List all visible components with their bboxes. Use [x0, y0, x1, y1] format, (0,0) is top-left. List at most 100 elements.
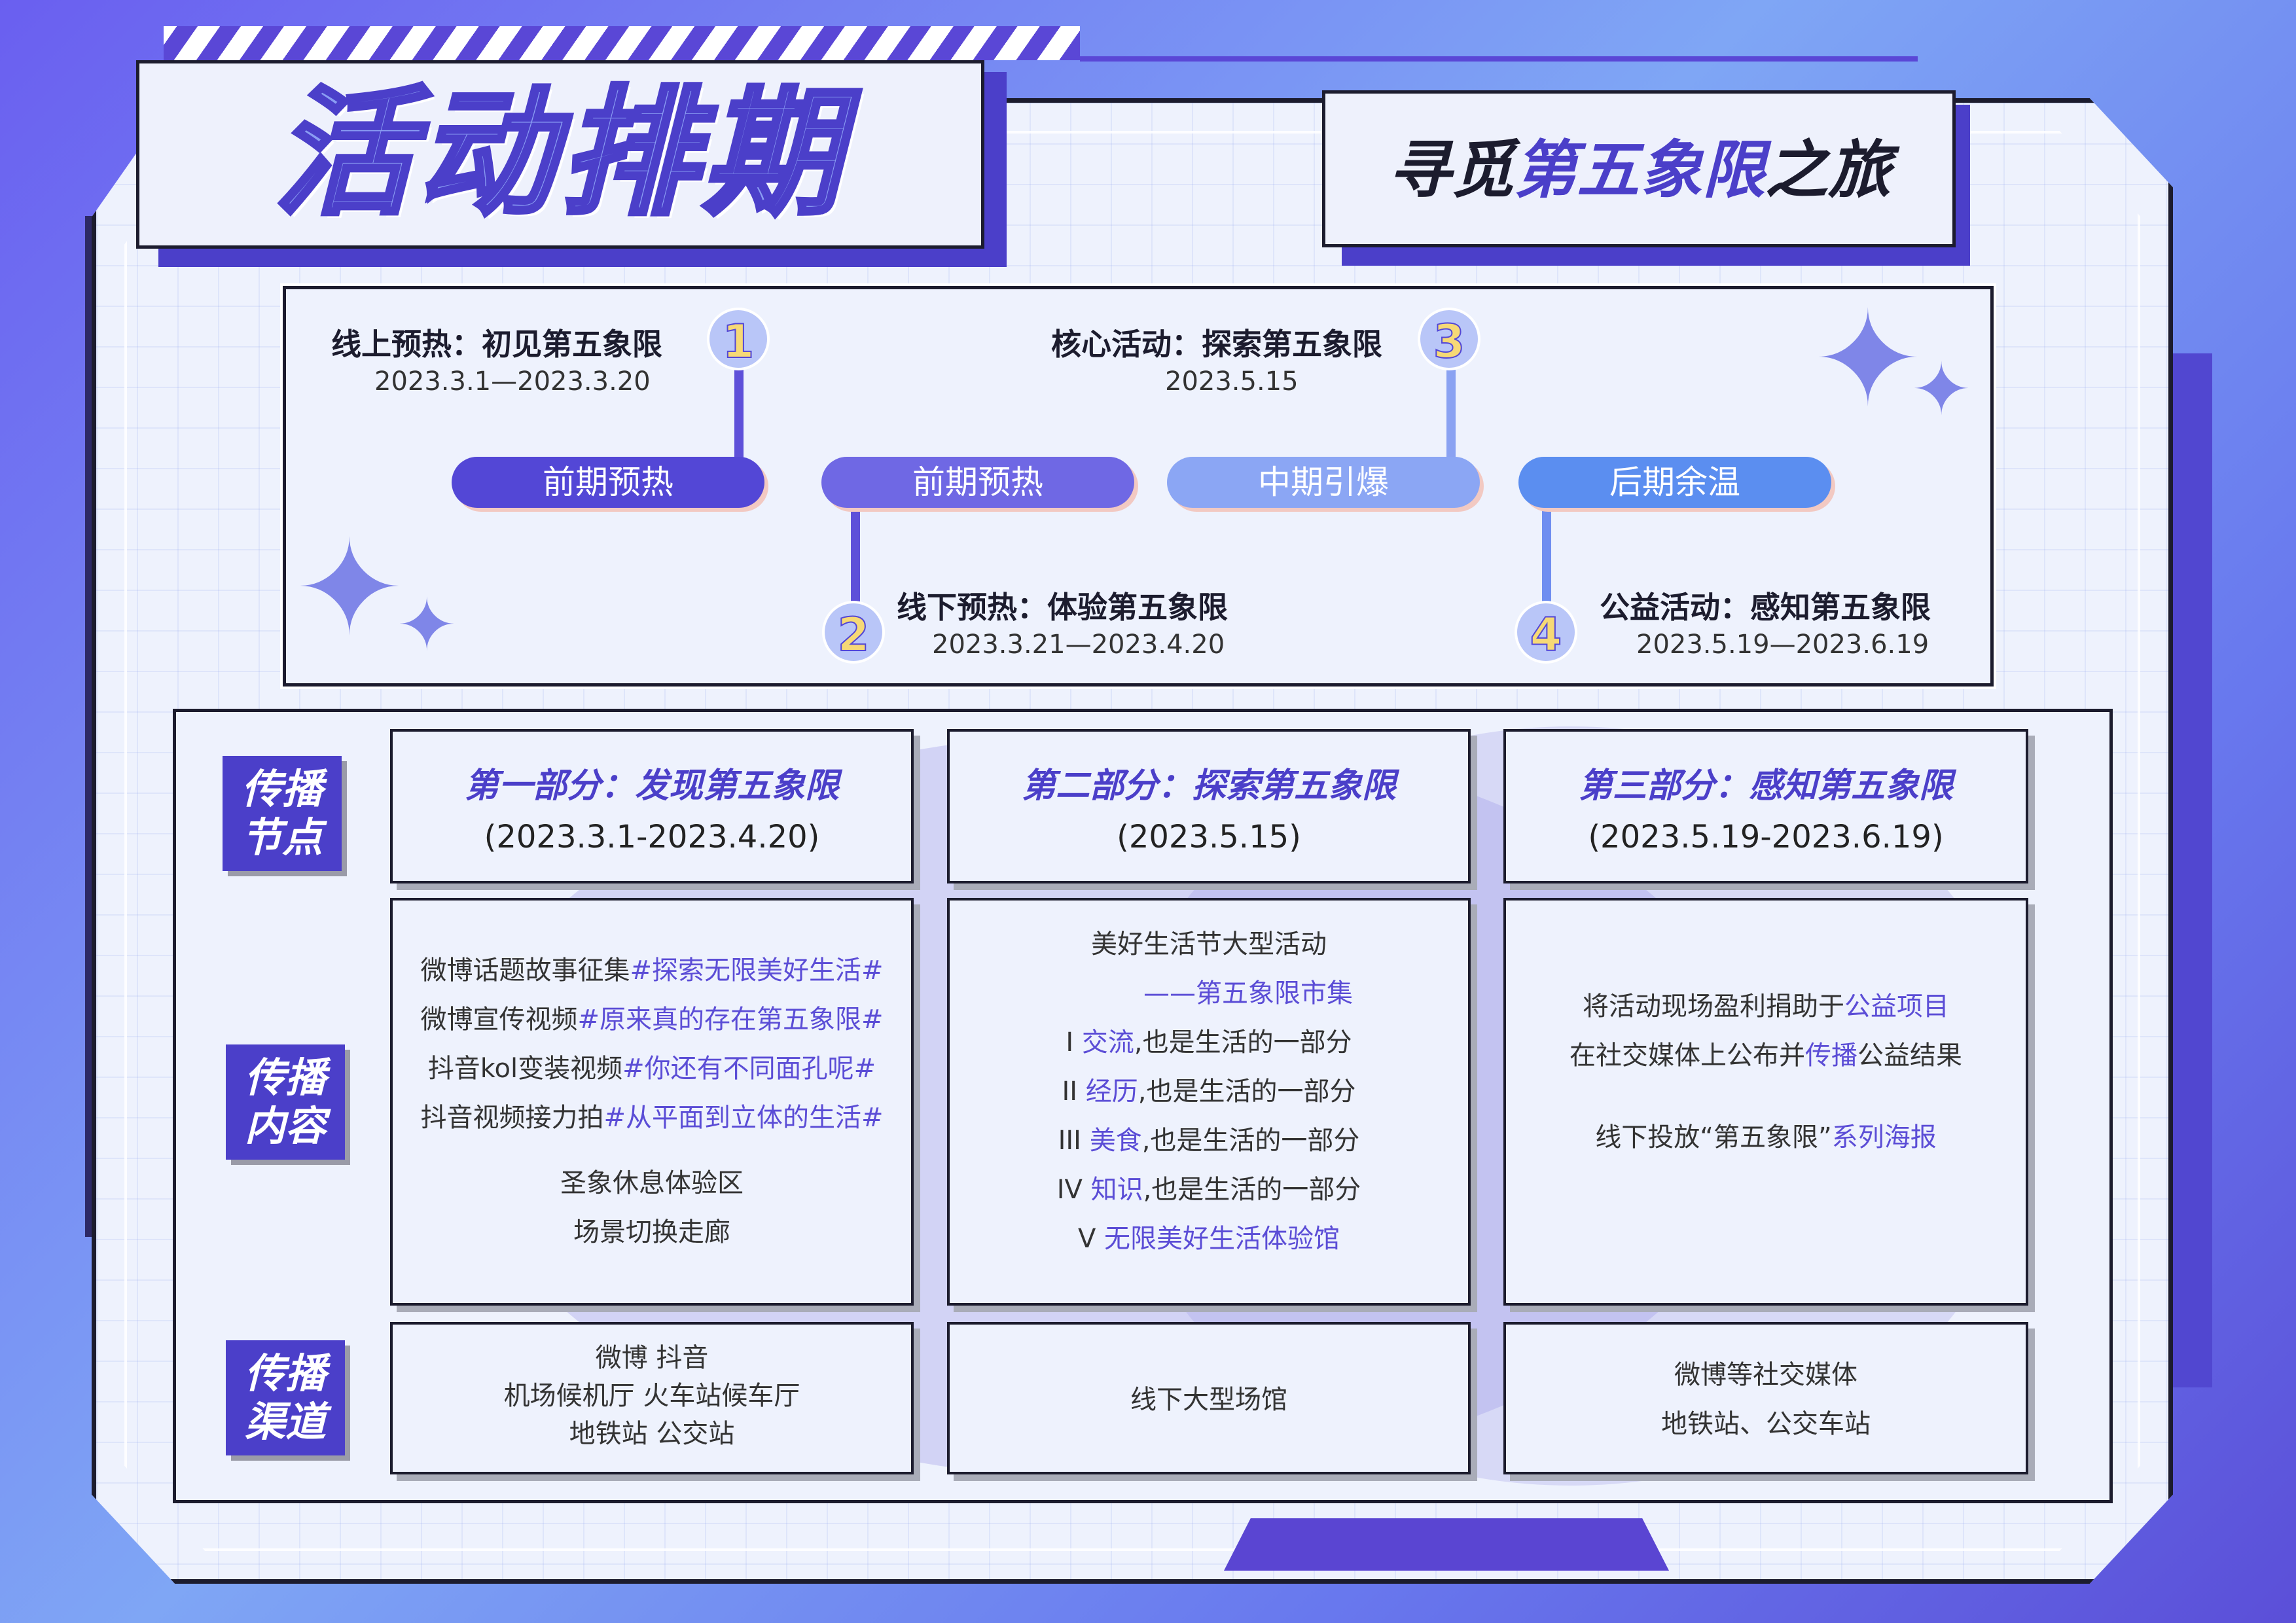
content-cell: 美好生活节大型活动 ——第五象限市集 I 交流,也是生活的一部分 II 经历,也… — [947, 898, 1471, 1306]
column-header: 第二部分：探索第五象限 (2023.5.15) — [947, 729, 1471, 883]
content-line: IV 知识,也是生活的一部分 — [950, 1166, 1468, 1215]
content-text: ,也是生活的一部分 — [1134, 1027, 1352, 1058]
content-text: ,也是生活的一部分 — [1138, 1077, 1356, 1107]
content-text: 抖音kol变装视频 — [427, 1054, 623, 1084]
sparkle-star-icon: ✦ — [397, 583, 457, 667]
connector-1 — [734, 366, 744, 465]
column-header: 第一部分：发现第五象限 (2023.3.1-2023.4.20) — [390, 729, 914, 883]
roman-numeral: III — [1058, 1126, 1081, 1156]
content-cell: 将活动现场盈利捐助于公益项目 在社交媒体上公布并传播公益结果 线下投放“第五象限… — [1503, 898, 2028, 1306]
step-badge: 1 — [707, 308, 770, 370]
row-label-nodes: 传播节点 — [223, 756, 342, 871]
event-title: 核心活动：探索第五象限 — [1051, 327, 1382, 362]
channel-line: 机场候机厅 火车站候车厅 — [503, 1381, 800, 1411]
content-line: 在社交媒体上公布并传播公益结果 — [1506, 1031, 2026, 1080]
page-subtitle: 寻觅第五象限之旅 — [1329, 131, 1950, 209]
content-text: 公益结果 — [1857, 1041, 1962, 1071]
row-label-line: 节点 — [241, 813, 323, 861]
content-line: ——第五象限市集 — [1143, 978, 1353, 1008]
decorative-line — [1080, 56, 1918, 62]
decorative-bottom-tab — [1224, 1518, 1669, 1571]
row-label-channels: 传播渠道 — [226, 1340, 345, 1455]
content-text: ,也是生活的一部分 — [1141, 1126, 1360, 1156]
sparkle-star-icon: ✦ — [1911, 348, 1972, 431]
row-label-line: 传播 — [244, 1054, 326, 1101]
channel-line: 微博等社交媒体 — [1674, 1360, 1857, 1390]
event-title: 线下预热：体验第五象限 — [897, 590, 1228, 625]
column-header-date: (2023.5.15) — [1117, 819, 1301, 855]
step-number: 4 — [1530, 607, 1563, 662]
content-line: 场景切换走廊 — [573, 1217, 730, 1247]
content-text: 抖音视频接力拍 — [420, 1103, 604, 1133]
hashtag: #你还有不同面孔呢# — [622, 1054, 876, 1084]
subtitle-box — [1322, 90, 1956, 247]
column-header-date: (2023.5.19-2023.6.19) — [1588, 819, 1944, 855]
hashtag: #原来真的存在第五象限# — [577, 1005, 884, 1035]
hashtag: #探索无限美好生活# — [630, 955, 884, 986]
keyword: 交流 — [1081, 1027, 1134, 1058]
content-line: I 交流,也是生活的一部分 — [950, 1018, 1468, 1067]
decorative-stripes — [164, 26, 1080, 60]
step-badge: 3 — [1418, 308, 1480, 370]
content-cell: 微博话题故事征集#探索无限美好生活# 微博宣传视频#原来真的存在第五象限# 抖音… — [390, 898, 914, 1306]
row-label-line: 传播 — [244, 1349, 326, 1397]
keyword: 无限美好生活体验馆 — [1104, 1224, 1340, 1254]
channel-line: 微博 抖音 — [595, 1343, 709, 1373]
phase-pill: 前期预热 — [452, 457, 764, 508]
step-badge: 4 — [1515, 601, 1577, 664]
column-header-title: 第三部分：感知第五象限 — [1578, 766, 1953, 806]
subtitle-highlight: 第五象限 — [1514, 134, 1765, 207]
keyword: 美食 — [1089, 1126, 1142, 1156]
column-header-date: (2023.3.1-2023.4.20) — [484, 819, 820, 855]
channel-cell: 微博等社交媒体 地铁站、公交车站 — [1503, 1322, 2028, 1474]
content-line: 抖音kol变装视频#你还有不同面孔呢# — [393, 1044, 911, 1094]
column-header-title: 第二部分：探索第五象限 — [1021, 766, 1396, 806]
keyword: 公益项目 — [1844, 991, 1949, 1022]
step-number: 2 — [837, 607, 870, 662]
phase-pill: 中期引爆 — [1167, 457, 1480, 508]
row-label-line: 内容 — [244, 1102, 326, 1150]
roman-numeral: V — [1077, 1224, 1096, 1254]
channel-line: 地铁站 公交站 — [569, 1419, 735, 1449]
column-header-title: 第一部分：发现第五象限 — [464, 766, 839, 806]
row-label-content: 传播内容 — [226, 1044, 345, 1160]
event-date: 2023.3.21—2023.4.20 — [932, 630, 1225, 660]
step-number: 1 — [722, 314, 755, 369]
content-line: 将活动现场盈利捐助于公益项目 — [1506, 982, 2026, 1031]
keyword: 经历 — [1085, 1077, 1138, 1107]
connector-3 — [1446, 366, 1456, 465]
hashtag: #从平面到立体的生活# — [603, 1103, 884, 1133]
content-line: 圣象休息体验区 — [560, 1168, 744, 1198]
title-box — [136, 60, 984, 249]
event-date: 2023.3.1—2023.3.20 — [374, 366, 651, 397]
subtitle-suffix: 之旅 — [1765, 134, 1891, 207]
event-title: 公益活动：感知第五象限 — [1600, 590, 1931, 625]
channel-cell: 线下大型场馆 — [947, 1322, 1471, 1474]
content-text: 将活动现场盈利捐助于 — [1583, 991, 1844, 1022]
content-line: 美好生活节大型活动 — [1091, 929, 1327, 959]
content-text: 在社交媒体上公布并 — [1570, 1041, 1805, 1071]
phase-pill: 前期预热 — [821, 457, 1134, 508]
frame-inner-edge — [124, 131, 2140, 1551]
subtitle-prefix: 寻觅 — [1388, 134, 1514, 207]
channel-line: 地铁站、公交车站 — [1661, 1409, 1871, 1439]
keyword: 系列海报 — [1831, 1122, 1937, 1152]
step-badge: 2 — [822, 601, 885, 664]
sparkle-star-icon: ✦ — [295, 512, 404, 665]
content-line: II 经历,也是生活的一部分 — [950, 1067, 1468, 1116]
event-date: 2023.5.15 — [1165, 366, 1299, 397]
decorative-side-bar-right — [2173, 353, 2212, 1387]
row-label-line: 传播 — [241, 765, 323, 813]
content-text: ,也是生活的一部分 — [1143, 1175, 1361, 1205]
channel-line: 线下大型场馆 — [1130, 1385, 1287, 1415]
keyword: 传播 — [1805, 1041, 1857, 1071]
step-number: 3 — [1433, 314, 1466, 369]
event-title: 线上预热：初见第五象限 — [331, 327, 662, 362]
content-text: 微博话题故事征集 — [420, 955, 630, 986]
roman-numeral: I — [1066, 1027, 1074, 1058]
content-line: 抖音视频接力拍#从平面到立体的生活# — [393, 1094, 911, 1143]
content-text: 微博宣传视频 — [420, 1005, 578, 1035]
roman-numeral: II — [1062, 1077, 1078, 1107]
sparkle-star-icon: ✦ — [1813, 283, 1923, 436]
content-line: 线下投放“第五象限”系列海报 — [1506, 1113, 2026, 1162]
